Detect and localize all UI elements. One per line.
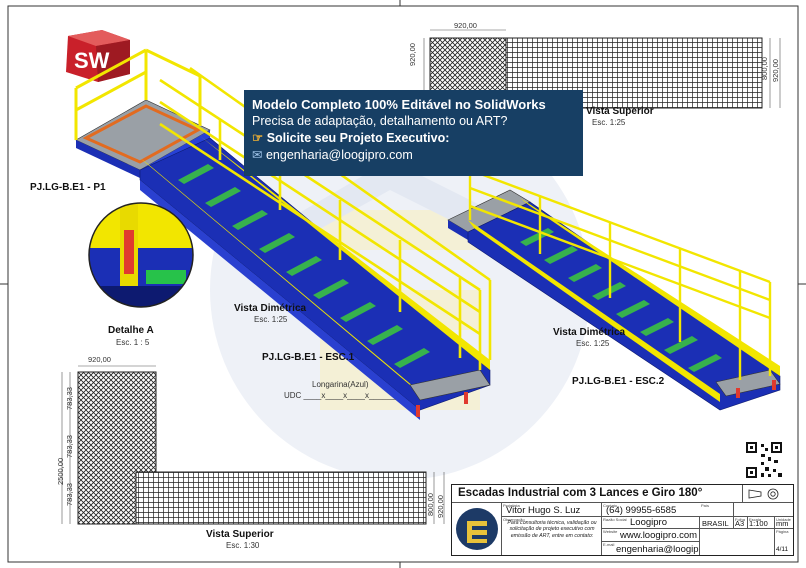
left-dimetric-ref: PJ.LG-B.E1 - ESC.1: [262, 352, 355, 363]
razao-value: Loogipro: [630, 517, 667, 528]
unidade-value: mm: [776, 519, 789, 528]
observacao-text: Para consultoria técnica, validação ou s…: [507, 520, 597, 539]
title-block-header: Escadas Industrial com 3 Lances e Giro 1…: [452, 485, 742, 503]
left-dimetric-title: Vista Dimétrica: [234, 303, 307, 314]
folha-value: A3: [735, 519, 745, 528]
detail-a-ref: PJ.LG-B.E1 - P1: [30, 182, 106, 193]
upper-plan-title: Vista Superior: [586, 106, 654, 117]
contato-caption: Contato: [603, 503, 618, 508]
right-dimetric-ref: PJ.LG-B.E1 - ESC.2: [572, 376, 665, 387]
pais-caption: País: [701, 503, 710, 508]
upper-plan-right-dim-b: 920,00: [771, 59, 780, 82]
promo-headline: Modelo Completo 100% Editável no SolidWo…: [252, 97, 546, 112]
lower-plan-total-dim: 2500,00: [56, 457, 65, 485]
upper-plan-width-dim: 920,00: [454, 21, 477, 30]
pais-value: BRASIL: [702, 519, 729, 528]
razao-caption: Razão Social: [603, 517, 627, 522]
lower-plan-title: Vista Superior: [206, 529, 274, 540]
blank-cell-1: [734, 503, 793, 517]
company-logo: [456, 508, 498, 550]
upper-plan-scale: Esc. 1:25: [592, 118, 626, 127]
upper-plan-right-dim-a: 800,00: [760, 57, 769, 80]
stair-dimetric-left: [74, 48, 492, 420]
lower-plan-side-dim-3: 783,33: [65, 483, 74, 506]
pointing-hand-icon: ☞: [252, 131, 264, 145]
escala-cell: Escala 1:100: [748, 517, 775, 529]
email-caption: E-mail: [603, 542, 615, 547]
stringer-note-line2: UDC ____x____x____x______: [284, 391, 396, 400]
razao-cell: Razão Social Loogipro: [602, 517, 700, 529]
drawing-title: Escadas Industrial com 3 Lances e Giro 1…: [458, 487, 703, 499]
pais-cell: País BRASIL: [700, 503, 734, 529]
observacao-cell: Observação Para consultoria técnica, val…: [502, 517, 602, 555]
folha-cell: Folha A3: [734, 517, 748, 529]
projetista-value: Vitor Hugo S. Luz: [506, 505, 581, 516]
contato-value[interactable]: (64) 99955-6585: [606, 505, 677, 516]
lower-plan-scale: Esc. 1:30: [226, 541, 260, 550]
email-icon: ✉: [252, 148, 263, 162]
escala-value: 1:100: [749, 519, 768, 528]
promo-question: Precisa de adaptação, detalhamento ou AR…: [252, 114, 508, 128]
website-value[interactable]: www.loogipro.com: [620, 530, 698, 541]
stringer-note-line1: Longarina(Azul): [312, 380, 369, 389]
lower-plan-side-dim-2: 783,33: [65, 435, 74, 458]
right-dimetric-scale: Esc. 1:25: [576, 339, 610, 348]
pagina-caption: Página: [776, 529, 789, 534]
projection-symbol-icon: [748, 488, 779, 500]
unidade-caption: Unidade: [776, 517, 791, 522]
lower-plan-width-dim: 920,00: [88, 355, 111, 364]
company-logo-cell: [452, 503, 502, 555]
detail-a-scale: Esc. 1 : 5: [116, 338, 150, 347]
website-cell: Website www.loogipro.com: [602, 529, 700, 542]
lower-plan-right-dim-b: 920,00: [436, 495, 445, 518]
lower-plan-right-dim-a: 800,00: [426, 493, 435, 516]
right-dimetric-title: Vista Dimétrica: [553, 327, 626, 338]
upper-plan-left-dim: 920,00: [408, 43, 417, 66]
promo-banner: Modelo Completo 100% Editável no SolidWo…: [244, 90, 583, 176]
email-cell: E-mail engenharia@loogipro.com: [602, 542, 700, 555]
detail-a-circle: [88, 202, 194, 308]
left-dimetric-scale: Esc. 1:25: [254, 315, 288, 324]
promo-cta: Solicite seu Projeto Executivo:: [266, 131, 450, 145]
contato-cell: Contato (64) 99955-6585: [602, 503, 734, 517]
promo-email[interactable]: engenharia@loogipro.com: [265, 148, 413, 162]
unidade-cell: Unidade mm: [775, 517, 793, 529]
folha-caption: Folha: [735, 517, 746, 522]
projection-symbol-cell: [742, 485, 793, 503]
qr-code[interactable]: [744, 440, 784, 480]
projetista-cell: Projetista Vitor Hugo S. Luz: [502, 503, 602, 517]
solidworks-logo-letters: SW: [74, 48, 110, 73]
title-block: Escadas Industrial com 3 Lances e Giro 1…: [451, 484, 794, 556]
blank-cell-2: [700, 529, 775, 555]
projetista-caption: Projetista: [503, 503, 520, 508]
observacao-caption: Observação: [503, 517, 525, 522]
escala-caption: Escala: [749, 517, 762, 522]
lower-plan-side-dim-1: 783,33: [65, 387, 74, 410]
website-caption: Website: [603, 529, 618, 534]
email-value[interactable]: engenharia@loogipro.com: [616, 544, 699, 555]
top-plan-view-lower: [61, 365, 445, 525]
pagina-cell: Página 4/11: [775, 529, 793, 555]
stair-dimetric-right: [447, 168, 781, 411]
pagina-value: 4/11: [776, 546, 789, 553]
detail-a-title: Detalhe A: [108, 325, 154, 336]
